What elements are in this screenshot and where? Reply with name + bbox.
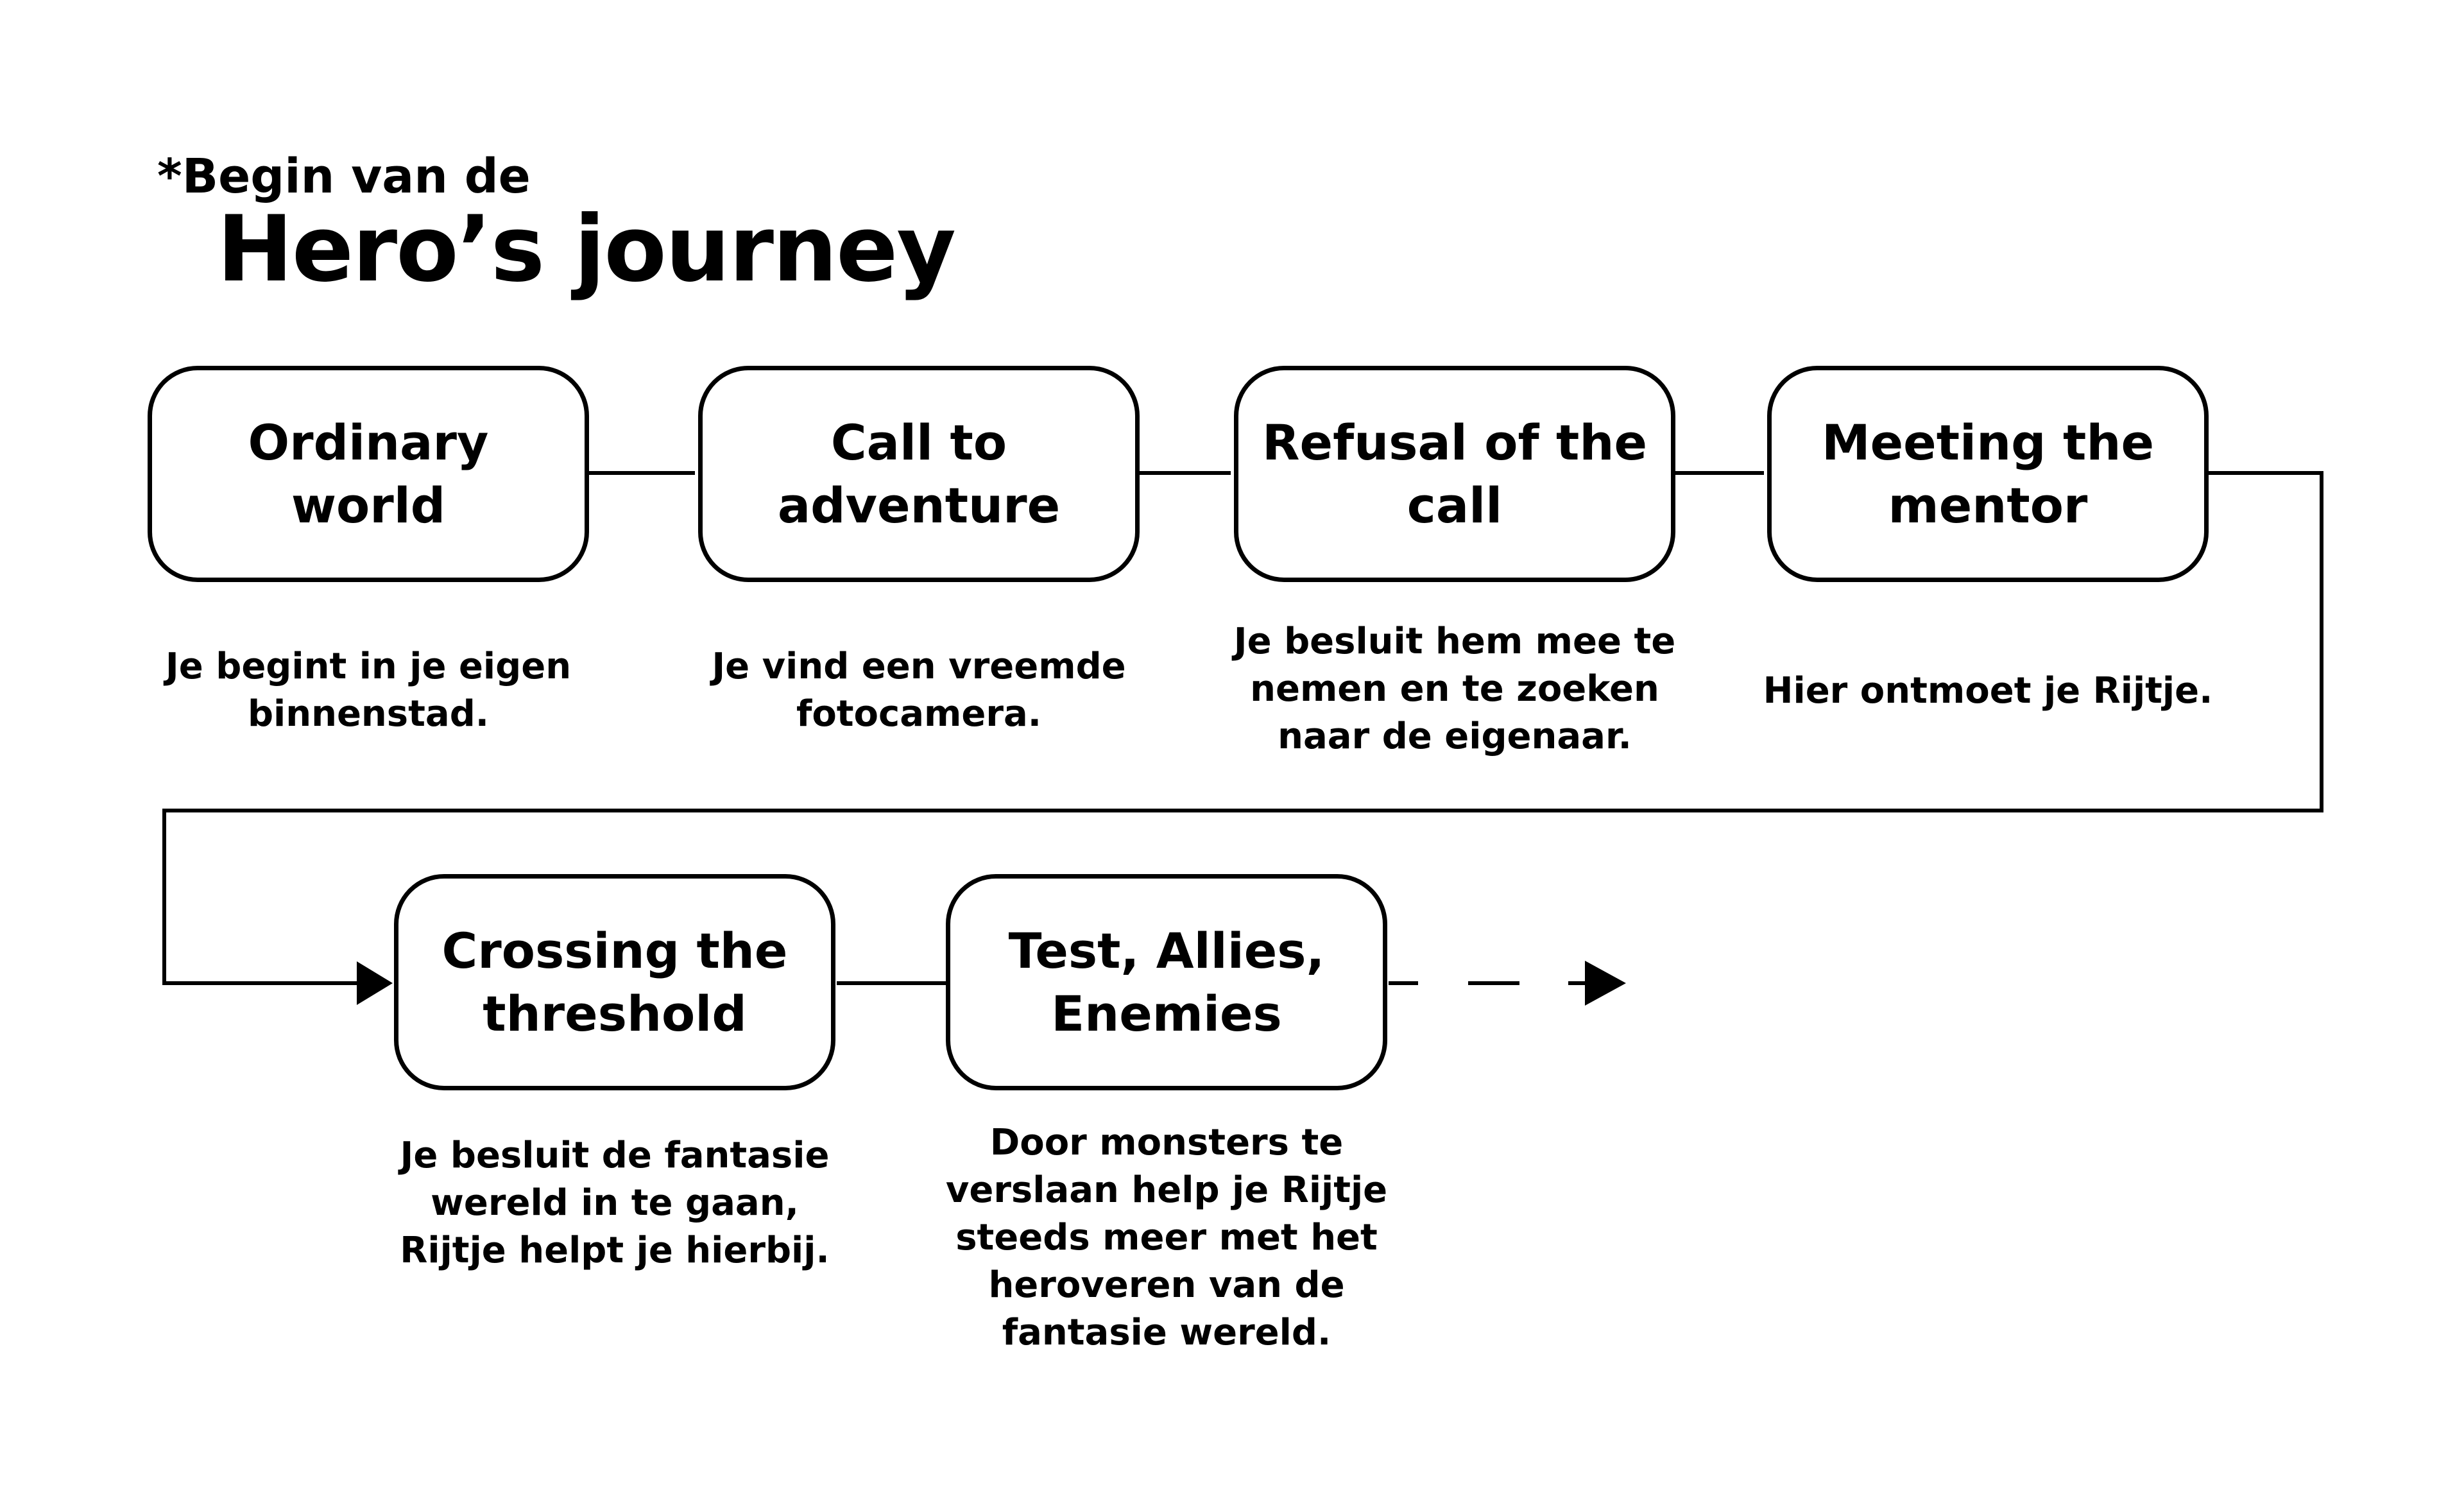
stage-description: Je begint in je eigen binnenstad. xyxy=(165,646,572,735)
stage-label: Ordinary world xyxy=(248,414,489,534)
stage-description: Hier ontmoet je Rijtje. xyxy=(1763,670,2213,712)
arrowhead-continues xyxy=(1585,961,1626,1006)
stage-description: Door monsters te verslaan help je Rijtje… xyxy=(945,1122,1388,1353)
stage-label: Meeting the mentor xyxy=(1821,414,2155,534)
diagram-title: Hero’s journey xyxy=(217,196,956,302)
stage-ordinary-world: Ordinary world xyxy=(148,366,589,582)
stage-refusal-of-the-call: Refusal of the call xyxy=(1234,366,1675,582)
stage-description: Je besluit de fantasie wereld in te gaan… xyxy=(400,1135,830,1271)
stage-label: Refusal of the call xyxy=(1262,414,1647,534)
stage-description: Je besluit hem mee te nemen en te zoeken… xyxy=(1233,621,1676,757)
stage-call-to-adventure: Call to adventure xyxy=(698,366,1140,582)
stage-label: Call to adventure xyxy=(777,414,1061,534)
stage-description: Je vind een vreemde fotocamera. xyxy=(712,646,1126,735)
stage-label: Crossing the threshold xyxy=(441,922,788,1042)
stage-crossing-the-threshold: Crossing the threshold xyxy=(394,874,835,1090)
stage-label: Test, Allies, Enemies xyxy=(1008,922,1325,1042)
arrowhead-threshold xyxy=(357,961,393,1005)
connector-mentor-to-threshold xyxy=(162,471,2323,985)
stage-test-allies-enemies: Test, Allies, Enemies xyxy=(946,874,1387,1090)
diagram-subtitle: *Begin van de xyxy=(157,149,531,204)
stage-meeting-the-mentor: Meeting the mentor xyxy=(1767,366,2209,582)
